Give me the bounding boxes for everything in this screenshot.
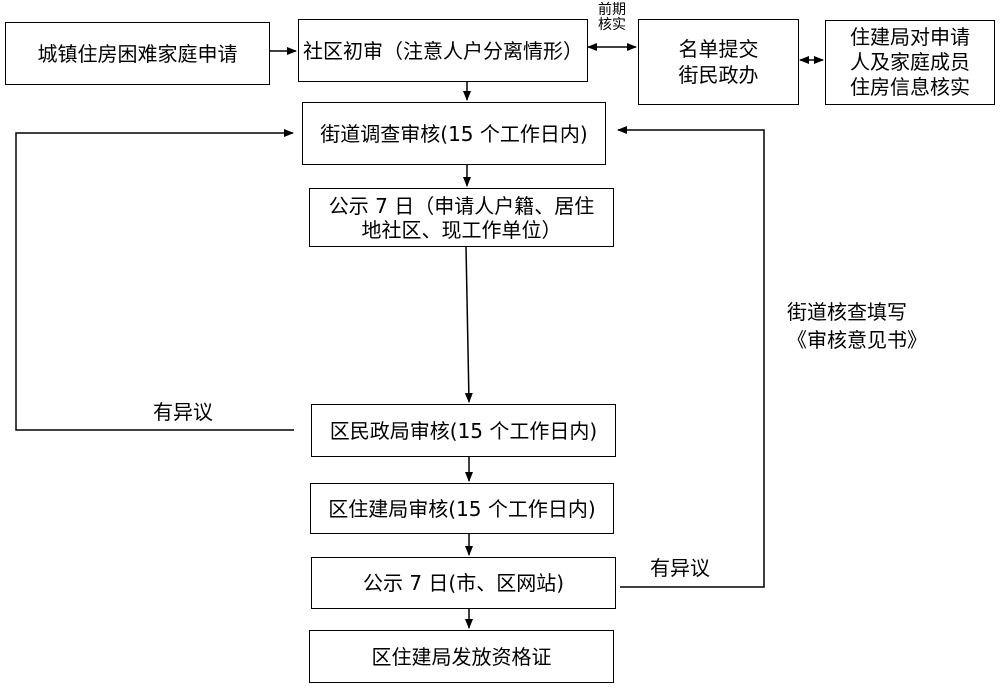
node-issue-certificate: 区住建局发放资格证 xyxy=(309,630,614,683)
node-publicize-local: 公示 7 日（申请人户籍、居住 地社区、现工作单位） xyxy=(309,188,614,247)
node-apply-text: 城镇住房困难家庭申请 xyxy=(37,41,238,66)
node-housing-verify-text: 住建局对申请 人及家庭成员 住房信息核实 xyxy=(850,25,970,99)
node-civil-affairs-review-text: 区民政局审核(15 个工作日内) xyxy=(329,418,598,443)
node-publicize-web: 公示 7 日(市、区网站) xyxy=(311,557,616,609)
node-housing-bureau-review: 区住建局审核(15 个工作日内) xyxy=(310,483,614,534)
edge-label-street-opinion: 街道核查填写 《审核意见书》 xyxy=(787,300,927,352)
node-housing-bureau-review-text: 区住建局审核(15 个工作日内) xyxy=(328,496,596,521)
node-housing-verify: 住建局对申请 人及家庭成员 住房信息核实 xyxy=(825,20,995,105)
node-issue-certificate-text: 区住建局发放资格证 xyxy=(371,644,552,669)
feedback-loop-right xyxy=(617,126,765,588)
feedback-loop-left xyxy=(15,129,294,431)
node-apply: 城镇住房困难家庭申请 xyxy=(5,22,270,85)
node-submit-list: 名单提交 街民政办 xyxy=(638,19,799,105)
node-civil-affairs-review: 区民政局审核(15 个工作日内) xyxy=(311,404,616,457)
node-community-review: 社区初审（注意人户分离情形） xyxy=(298,19,588,82)
node-community-review-text: 社区初审（注意人户分离情形） xyxy=(303,38,583,63)
node-publicize-web-text: 公示 7 日(市、区网站) xyxy=(362,571,565,595)
arrow-publicize-to-civil xyxy=(464,245,473,403)
node-street-review: 街道调查审核(15 个工作日内) xyxy=(302,102,606,165)
node-publicize-local-text: 公示 7 日（申请人户籍、居住 地社区、现工作单位） xyxy=(328,193,595,242)
edge-label-objection-left: 有异议 xyxy=(153,400,213,424)
node-street-review-text: 街道调查审核(15 个工作日内) xyxy=(320,121,588,146)
node-submit-list-text: 名单提交 街民政办 xyxy=(678,37,759,87)
edge-label-objection-right: 有异议 xyxy=(650,556,710,580)
edge-label-pre-verify: 前期 核实 xyxy=(598,2,626,33)
